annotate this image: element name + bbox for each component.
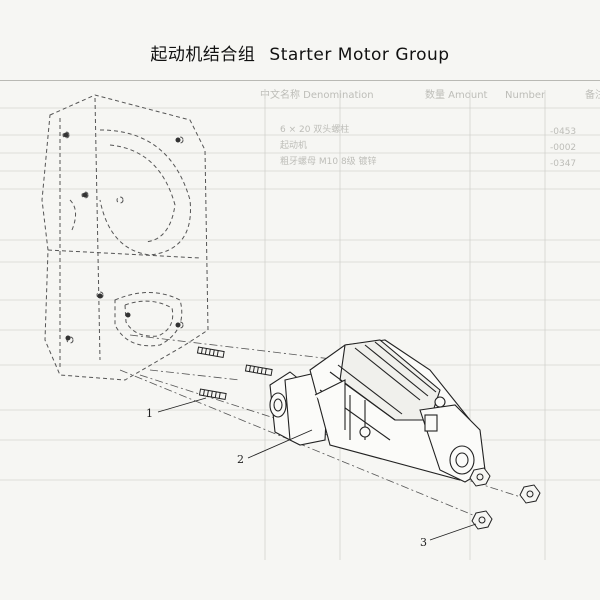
bleed-row-3-name: 粗牙螺母 M10 8级 镀锌 (280, 157, 377, 167)
bleed-header-notes: 备注 (585, 90, 600, 101)
stud-bolts (196, 346, 273, 401)
callout-2: 2 (237, 453, 244, 466)
bleed-row-2-name: 起动机 (280, 141, 308, 151)
leader-3 (429, 523, 477, 541)
title-english: Starter Motor Group (269, 45, 450, 65)
stud-bolt-lower (198, 388, 227, 401)
starter-motor (269, 339, 486, 483)
hex-nut-upper (469, 467, 491, 487)
page-title: 起动机结合组 Starter Motor Group (0, 40, 600, 65)
stud-bolt-middle (244, 364, 273, 377)
callout-leaders (157, 397, 477, 541)
housing-bolt-holes (63, 132, 181, 341)
hex-nuts (469, 467, 541, 530)
bleed-row-1-name: 6 × 20 双头螺柱 (280, 125, 350, 135)
title-chinese: 起动机结合组 (150, 45, 256, 65)
callout-1: 1 (146, 407, 153, 420)
hex-nut-middle (519, 484, 541, 504)
bleed-header-denomination: 中文名称 Denomination (260, 90, 374, 101)
bleed-header-number: Number (505, 90, 546, 101)
leader-2 (247, 429, 313, 459)
bleed-through-parts-table: Number 数量 Amount 中文名称 Denomination 备注 -0… (230, 88, 600, 198)
bleed-row-3-number: -0347 (550, 159, 577, 169)
stud-bolt-upper (196, 346, 225, 359)
background-grid (0, 90, 600, 560)
callout-3: 3 (420, 536, 427, 549)
leader-1 (157, 397, 207, 413)
bleed-header-amount: 数量 Amount (425, 90, 488, 101)
hex-nut-lower (471, 510, 493, 530)
bleed-row-2-number: -0002 (550, 143, 577, 153)
title-rule (0, 80, 600, 81)
bleed-row-1-number: -0453 (550, 127, 577, 137)
